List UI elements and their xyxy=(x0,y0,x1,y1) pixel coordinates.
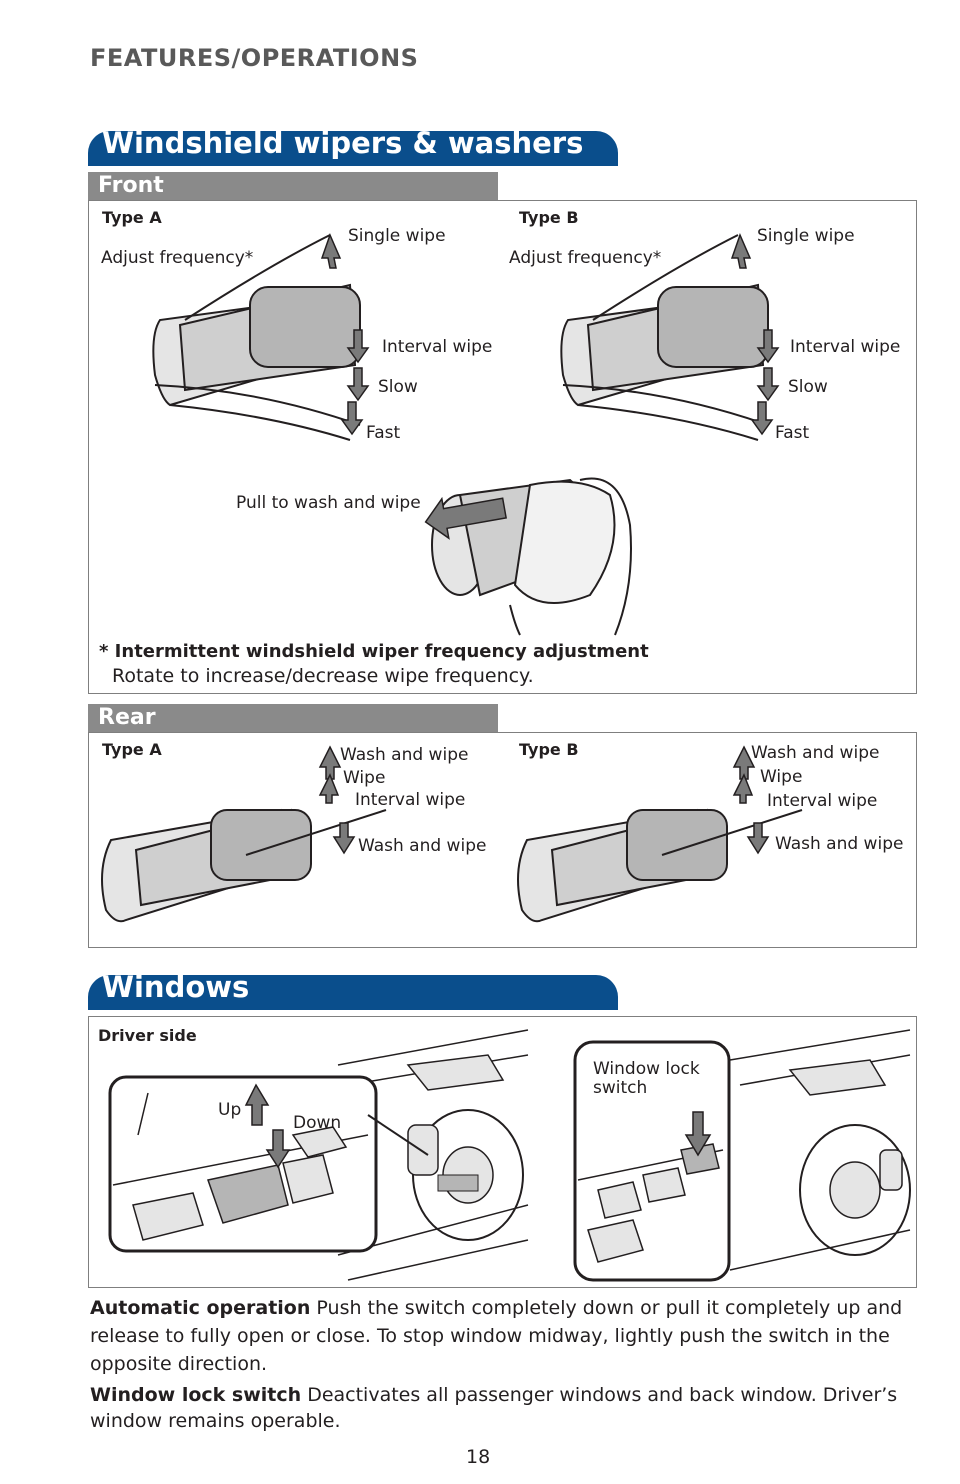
front-panel xyxy=(88,200,917,694)
stalk-illustration-front-a xyxy=(152,234,361,441)
window-up-label: Up xyxy=(218,1100,242,1120)
window-down-label: Down xyxy=(293,1113,342,1133)
pull-wash-illustration xyxy=(424,477,632,636)
front-b-slow-label: Slow xyxy=(788,377,828,397)
rear-a-wash-up-label: Wash and wipe xyxy=(340,745,469,765)
rear-type-a-label: Type A xyxy=(102,740,162,759)
rear-b-interval-label: Interval wipe xyxy=(767,791,878,811)
rear-a-wipe-label: Wipe xyxy=(343,768,386,788)
window-lock-text: Deactivates all passenger windows and ba… xyxy=(90,1384,898,1432)
front-b-fast-label: Fast xyxy=(775,423,810,443)
automatic-operation-term: Automatic operation xyxy=(90,1297,311,1319)
note-title: * Intermittent windshield wiper frequenc… xyxy=(99,641,649,662)
front-type-a-label: Type A xyxy=(102,208,162,227)
stalk-illustration-rear-a xyxy=(101,808,387,923)
front-b-interval-label: Interval wipe xyxy=(790,337,901,357)
window-switch-inset xyxy=(108,1075,429,1253)
rear-type-b-label: Type B xyxy=(519,740,579,759)
rear-b-wash-up-label: Wash and wipe xyxy=(751,743,880,763)
front-a-interval-label: Interval wipe xyxy=(382,337,493,357)
window-lock-paragraph: Window lock switch Deactivates all passe… xyxy=(90,1382,920,1434)
front-subbar: Front xyxy=(88,172,498,200)
driver-side-label: Driver side xyxy=(98,1026,197,1045)
front-b-adjust-label: Adjust frequency* xyxy=(509,248,662,268)
automatic-operation-text: Push the switch completely down or pull … xyxy=(90,1297,903,1375)
wipers-banner: Windshield wipers & washers xyxy=(88,126,618,166)
page-number: 18 xyxy=(466,1446,491,1468)
stalk-illustration-rear-b xyxy=(517,808,803,923)
pull-wash-label: Pull to wash and wipe xyxy=(236,493,421,513)
rear-panel xyxy=(88,732,917,948)
arrows-rear-b xyxy=(732,745,770,855)
windows-title: Windows xyxy=(102,970,250,1004)
arrows-rear-a xyxy=(318,745,356,855)
interior-illustration-right xyxy=(729,1029,911,1271)
rear-label: Rear xyxy=(98,705,156,730)
arrows-front-a xyxy=(320,232,370,436)
arrows-front-b xyxy=(730,232,780,436)
front-a-slow-label: Slow xyxy=(378,377,418,397)
front-a-single-label: Single wipe xyxy=(348,226,446,246)
front-label: Front xyxy=(98,173,164,198)
rear-b-wash-down-label: Wash and wipe xyxy=(775,834,904,854)
window-lock-inset xyxy=(573,1040,731,1282)
rear-subbar: Rear xyxy=(88,704,498,732)
rear-a-interval-label: Interval wipe xyxy=(355,790,466,810)
front-a-adjust-label: Adjust frequency* xyxy=(101,248,254,268)
note-text: Rotate to increase/decrease wipe frequen… xyxy=(112,665,534,687)
window-lock-label-line2: switch xyxy=(593,1078,648,1098)
window-lock-term: Window lock switch xyxy=(90,1384,302,1406)
window-lock-label-line1: Window lock xyxy=(593,1059,700,1079)
interior-illustration-left xyxy=(337,1029,529,1281)
windows-banner: Windows xyxy=(88,970,618,1010)
section-title: FEATURES/OPERATIONS xyxy=(90,44,419,72)
rear-a-wash-down-label: Wash and wipe xyxy=(358,836,487,856)
front-a-fast-label: Fast xyxy=(366,423,401,443)
rear-b-wipe-label: Wipe xyxy=(760,767,803,787)
windows-panel xyxy=(88,1016,917,1288)
front-b-single-label: Single wipe xyxy=(757,226,855,246)
stalk-illustration-front-b xyxy=(560,234,769,441)
automatic-operation-paragraph: Automatic operation Push the switch comp… xyxy=(90,1294,920,1378)
wipers-title: Windshield wipers & washers xyxy=(102,126,584,160)
front-type-b-label: Type B xyxy=(519,208,579,227)
